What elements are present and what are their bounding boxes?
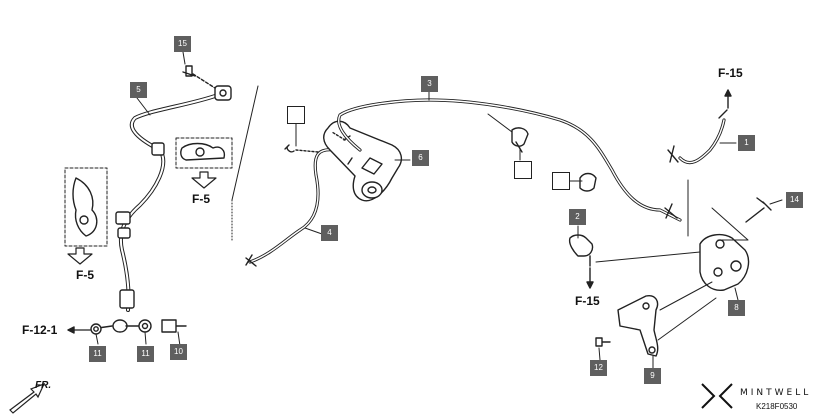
- blank-callout-3: [552, 172, 570, 190]
- callout-12: 12: [590, 360, 607, 376]
- bracket-9: [617, 295, 659, 357]
- blank-callout-1: [287, 106, 305, 124]
- callout-1: 1: [738, 135, 755, 151]
- callout-2: 2: [569, 209, 586, 225]
- blank-callout-2: [514, 161, 532, 179]
- front-direction-label: FR.: [35, 380, 52, 391]
- ref-f5-right: F-5: [192, 192, 210, 206]
- ref-f5-left: F-5: [76, 268, 94, 282]
- front-direction-icon: [9, 382, 46, 414]
- callout-4: 4: [321, 225, 338, 241]
- brand-name: MINTWELL: [740, 388, 812, 398]
- ref-f15-top: F-15: [718, 66, 743, 80]
- callout-8: 8: [728, 300, 745, 316]
- part-code: K218F0530: [756, 402, 798, 411]
- callout-3: 3: [421, 76, 438, 92]
- brake-pipe-4: [248, 148, 357, 264]
- brand-logo-icon: [701, 383, 733, 409]
- callout-6: 6: [412, 150, 429, 166]
- callout-11-left: 11: [89, 346, 106, 362]
- callout-10: 10: [170, 344, 187, 360]
- callout-9: 9: [644, 368, 661, 384]
- callout-11-right: 11: [137, 346, 154, 362]
- ref-f12-1: F-12-1: [22, 323, 58, 337]
- callout-14: 14: [786, 192, 803, 208]
- callout-15: 15: [174, 36, 191, 52]
- brake-pipe-1: [678, 118, 726, 165]
- ref-f15-mid: F-15: [575, 294, 600, 308]
- callout-5: 5: [130, 82, 147, 98]
